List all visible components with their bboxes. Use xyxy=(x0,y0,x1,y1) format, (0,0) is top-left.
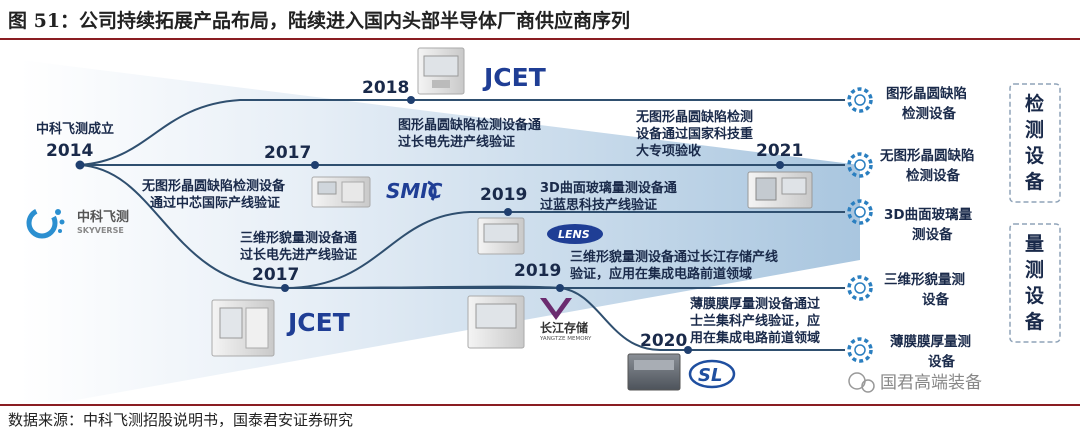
node-2020 xyxy=(684,346,692,354)
milestone-2017b-line2: 过长电先进产线验证 xyxy=(240,247,357,263)
node-2017-a xyxy=(311,161,319,169)
milestone-2020-line2: 士兰集科产线验证，应 xyxy=(690,313,820,329)
start-label: 中科飞测成立 xyxy=(36,121,114,137)
milestone-2020-line1: 薄膜膜厚量测设备通过 xyxy=(690,296,820,312)
brand-jcet-2017: JCET xyxy=(286,308,350,337)
gear-icon xyxy=(847,337,873,363)
figure-header: 图 51：公司持续拓展产品布局，陆续进入国内头部半导体厂商供应商序列 xyxy=(0,0,1080,40)
machine-2018 xyxy=(417,47,465,95)
company-logo-cn: 中科飞测 xyxy=(77,209,129,225)
cat-inspection-char: 测 xyxy=(1025,119,1044,141)
cat-inspection-char: 备 xyxy=(1024,170,1045,193)
machine-2019-ymtc xyxy=(467,295,525,349)
node-2021 xyxy=(776,161,784,169)
machine-2021 xyxy=(747,171,813,209)
smic-swoosh xyxy=(427,180,437,201)
milestone-2021-line2: 设备通过国家科技重 xyxy=(636,126,753,142)
product-2-line1: 无图形晶圆缺陷 xyxy=(879,147,975,164)
product-3-line1: 3D曲面玻璃量 xyxy=(884,206,973,223)
machine-2019-lens xyxy=(477,217,525,255)
product-4-line1: 三维形貌量测 xyxy=(884,271,965,288)
milestone-2017a-line1: 无图形晶圆缺陷检测设备 xyxy=(141,178,286,194)
milestone-2021-line3: 大专项验收 xyxy=(636,143,702,159)
year-2017-b: 2017 xyxy=(252,265,299,285)
milestone-2020-line3: 用在集成电路前道领域 xyxy=(689,330,820,346)
milestone-2017a-line2: 通过中芯国际产线验证 xyxy=(150,195,280,211)
node-2014 xyxy=(75,160,85,170)
gear-icon xyxy=(847,152,873,178)
footer-divider xyxy=(0,404,1080,406)
watermark-text: 国君高端装备 xyxy=(880,373,982,393)
product-2-line2: 检测设备 xyxy=(906,167,960,184)
milestone-2018-line2: 过长电先进产线验证 xyxy=(398,134,515,150)
node-2018 xyxy=(407,96,415,104)
ymtc-logo-en: YANGTZE MEMORY xyxy=(539,336,592,342)
year-2021: 2021 xyxy=(756,141,803,161)
company-logo-en: SKYVERSE xyxy=(77,226,124,235)
sl-logo-ring xyxy=(688,359,736,389)
milestone-2019b-line2: 验证，应用在集成电路前道领域 xyxy=(570,266,752,282)
milestone-2019a-line2: 过蓝思科技产线验证 xyxy=(540,197,657,213)
company-logo: 中科飞测 SKYVERSE xyxy=(26,207,129,239)
year-2019-b: 2019 xyxy=(514,261,561,281)
milestone-2018-line1: 图形晶圆缺陷检测设备通 xyxy=(398,117,541,133)
year-2019-a: 2019 xyxy=(480,185,527,205)
cat-metrology-char: 测 xyxy=(1025,259,1044,281)
timeline-diagram: 中科飞测成立 2014 中科飞测 SKYVERSE 2018 JCET 图形晶圆… xyxy=(20,47,1061,402)
machine-2020 xyxy=(627,353,681,391)
cat-inspection-char: 检 xyxy=(1025,92,1044,115)
brand-lens: LENS xyxy=(558,228,590,241)
year-2020: 2020 xyxy=(640,331,687,351)
node-2019-a xyxy=(504,208,512,216)
gear-icon xyxy=(847,87,873,113)
product-4-line2: 设备 xyxy=(922,291,950,308)
product-1-line1: 图形晶圆缺陷 xyxy=(886,85,967,102)
company-logo-mark xyxy=(26,207,65,239)
ymtc-logo-cn: 长江存储 xyxy=(540,320,588,335)
lens-logo-shape xyxy=(547,224,603,244)
milestone-2019b-line1: 三维形貌量测设备通过长江存储产线 xyxy=(570,249,778,265)
gear-icon xyxy=(847,199,873,225)
cat-metrology-char: 量 xyxy=(1025,233,1044,255)
cat-inspection-char: 设 xyxy=(1025,145,1044,167)
milestone-2019a-line1: 3D曲面玻璃量测设备通 xyxy=(540,180,677,196)
year-2017-a: 2017 xyxy=(264,143,311,163)
product-3-line2: 测设备 xyxy=(912,226,953,243)
product-1-line2: 检测设备 xyxy=(902,105,956,122)
gear-icon xyxy=(847,275,873,301)
cat-metrology-char: 备 xyxy=(1024,310,1045,333)
machine-2017-smic xyxy=(311,176,371,208)
product-5-line1: 薄膜膜厚量测 xyxy=(890,333,971,350)
brand-jcet-2018: JCET xyxy=(482,63,546,92)
timeline-nodes xyxy=(75,96,784,354)
product-gear-cores xyxy=(854,94,866,356)
category-box-inspection xyxy=(1009,83,1061,203)
node-2019-b xyxy=(556,284,564,292)
category-metrology: 量 测 设 备 xyxy=(1024,233,1045,333)
year-2018: 2018 xyxy=(362,78,409,98)
start-year: 2014 xyxy=(46,141,93,161)
figure-title: 图 51：公司持续拓展产品布局，陆续进入国内头部半导体厂商供应商序列 xyxy=(8,10,631,32)
machine-2017-jcet xyxy=(211,299,275,357)
cat-metrology-char: 设 xyxy=(1025,285,1044,307)
wechat-icon-small xyxy=(861,379,875,393)
product-5-line2: 设备 xyxy=(928,353,956,370)
node-2017-b xyxy=(281,284,289,292)
milestone-2021-line1: 无图形晶圆缺陷检测 xyxy=(635,109,753,125)
brand-sl: SL xyxy=(698,365,722,386)
product-gears xyxy=(847,87,873,363)
source-note: 数据来源：中科飞测招股说明书，国泰君安证券研究 xyxy=(8,411,354,429)
watermark: 国君高端装备 xyxy=(848,372,982,393)
category-box-metrology xyxy=(1009,223,1061,343)
ymtc-logo: 长江存储 YANGTZE MEMORY xyxy=(539,298,592,342)
category-inspection: 检 测 设 备 xyxy=(1024,92,1045,193)
milestone-2017b-line1: 三维形貌量测设备通 xyxy=(240,230,357,246)
